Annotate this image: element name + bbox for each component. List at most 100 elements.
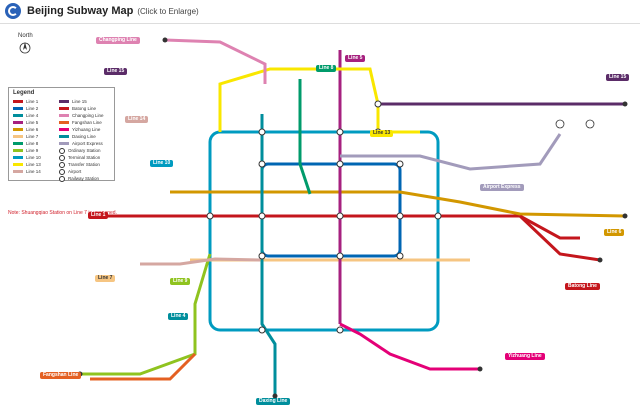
legend-line-label: Fangshan Line — [72, 120, 102, 125]
line-tag-batong[interactable]: Batong Line — [565, 283, 600, 290]
line-tag-line5[interactable]: Line 5 — [345, 55, 365, 62]
legend-line-label: Line 4 — [26, 113, 38, 118]
legend-symbol-label: Railway Station — [68, 176, 99, 181]
transfer-station[interactable] — [337, 161, 343, 167]
line-13-route — [220, 69, 420, 132]
legend-line-label: Batong Line — [72, 106, 96, 111]
legend-line-item: Line 9 — [13, 147, 41, 154]
terminal-station[interactable] — [478, 367, 483, 372]
line-tag-line4[interactable]: Line 4 — [168, 313, 188, 320]
legend-line-label: Airport Express — [72, 141, 103, 146]
legend-line-item: Changping Line — [59, 112, 104, 119]
terminal-station[interactable] — [623, 102, 628, 107]
legend-line-item: Line 15 — [59, 98, 104, 105]
legend-line-label: Line 9 — [26, 148, 38, 153]
line-9-route — [80, 254, 210, 374]
line-tag-line9[interactable]: Line 9 — [170, 278, 190, 285]
line-tag-line8[interactable]: Line 8 — [316, 65, 336, 72]
legend-swatch — [13, 163, 23, 166]
legend-line-label: Line 6 — [26, 127, 38, 132]
legend-line-label: Line 13 — [26, 162, 41, 167]
legend-line-label: Line 5 — [26, 120, 38, 125]
page-title: Beijing Subway Map — [27, 5, 133, 17]
north-arrow-icon — [20, 42, 30, 53]
page-header: Beijing Subway Map (Click to Enlarge) — [0, 0, 640, 22]
legend-swatch — [59, 107, 69, 110]
transfer-station[interactable] — [397, 213, 403, 219]
legend-symbol-item: Ordinary Station — [59, 147, 104, 154]
transfer-station[interactable] — [259, 129, 265, 135]
legend-symbol-label: Airport — [68, 169, 81, 174]
legend-line-label: Line 15 — [72, 99, 87, 104]
legend-symbol-item: Transfer Station — [59, 161, 104, 168]
terminal-station[interactable] — [598, 258, 603, 263]
transfer-station[interactable] — [337, 253, 343, 259]
line-tag-line10[interactable]: Line 10 — [150, 160, 173, 167]
line-tag-line15-west[interactable]: Line 15 — [104, 68, 127, 75]
transfer-station[interactable] — [207, 213, 213, 219]
legend-line-item: Daxing Line — [59, 133, 104, 140]
line-tag-line7[interactable]: Line 7 — [95, 275, 115, 282]
legend-swatch — [13, 121, 23, 124]
legend-line-label: Line 7 — [26, 134, 38, 139]
north-label: North — [18, 33, 33, 39]
transfer-station[interactable] — [259, 253, 265, 259]
line-6-route — [170, 192, 625, 216]
legend-symbol-item: Airport — [59, 168, 104, 175]
line-tag-line13[interactable]: Line 13 — [370, 130, 393, 137]
transfer-station[interactable] — [397, 253, 403, 259]
legend-swatch — [59, 114, 69, 117]
legend-symbol-icon — [59, 162, 65, 168]
legend-title: Legend — [13, 90, 34, 96]
legend-swatch — [59, 135, 69, 138]
legend-line-label: Line 1 — [26, 99, 38, 104]
legend-line-label: Yizhuang Line — [72, 127, 100, 132]
legend-line-label: Daxing Line — [72, 134, 96, 139]
line-tag-yizhuang[interactable]: Yizhuang Line — [505, 353, 545, 360]
legend-symbol-icon — [59, 176, 65, 182]
legend-symbol-icon — [59, 169, 65, 175]
line-tag-line15-east[interactable]: Line 15 — [606, 74, 629, 81]
line-tag-line6[interactable]: Line 6 — [604, 229, 624, 236]
line-tag-changping[interactable]: Changping Line — [96, 37, 140, 44]
terminal-station[interactable] — [163, 38, 168, 43]
transfer-station[interactable] — [337, 327, 343, 333]
transfer-station[interactable] — [259, 161, 265, 167]
legend-line-item: Line 8 — [13, 140, 41, 147]
legend-line-label: Line 8 — [26, 141, 38, 146]
legend-symbol-icon — [59, 148, 65, 154]
changping-line-route — [165, 40, 265, 84]
line-tag-daxing[interactable]: Daxing Line — [256, 398, 290, 405]
legend-line-item: Airport Express — [59, 140, 104, 147]
legend-line-item: Line 6 — [13, 126, 41, 133]
legend-line-label: Line 10 — [26, 155, 41, 160]
line-tag-line1[interactable]: Line 1 — [88, 212, 108, 219]
legend-line-item: Line 4 — [13, 112, 41, 119]
transfer-station[interactable] — [337, 129, 343, 135]
legend-swatch — [13, 135, 23, 138]
transfer-station[interactable] — [397, 161, 403, 167]
legend-symbol-icon — [59, 155, 65, 161]
transfer-station[interactable] — [375, 101, 381, 107]
line-tag-fangshan[interactable]: Fangshan Line — [40, 372, 81, 379]
transfer-station[interactable] — [337, 213, 343, 219]
legend-line-item: Line 14 — [13, 168, 41, 175]
legend-line-item: Line 10 — [13, 154, 41, 161]
legend-line-item: Line 1 — [13, 98, 41, 105]
line-tag-line14[interactable]: Line 14 — [125, 116, 148, 123]
line-tag-airport-express[interactable]: Airport Express — [480, 184, 524, 191]
legend-swatch — [59, 121, 69, 124]
legend-line-item: Line 5 — [13, 119, 41, 126]
legend-symbol-label: Transfer Station — [68, 162, 100, 167]
transfer-station[interactable] — [435, 213, 441, 219]
legend-swatch — [13, 128, 23, 131]
legend-swatch — [13, 142, 23, 145]
legend-symbol-label: Terminal Station — [68, 155, 100, 160]
terminal-station[interactable] — [623, 214, 628, 219]
transfer-station[interactable] — [259, 213, 265, 219]
legend-symbol-label: Ordinary Station — [68, 148, 101, 153]
enlarge-link[interactable]: (Click to Enlarge) — [137, 7, 198, 16]
legend-swatch — [13, 149, 23, 152]
transfer-station[interactable] — [259, 327, 265, 333]
